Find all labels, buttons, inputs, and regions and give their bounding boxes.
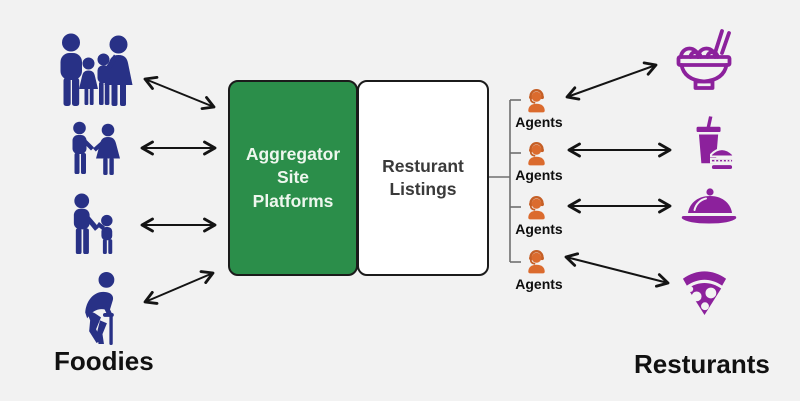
listings-box-line: Listings	[389, 179, 457, 199]
agent-label: Agents	[515, 221, 563, 237]
aggregator-box-line: Platforms	[252, 190, 334, 211]
agent-label: Agents	[515, 114, 563, 130]
aggregator-box: Aggregator Site Platforms	[228, 80, 358, 276]
foodies-title: Foodies	[54, 346, 154, 376]
cloche-icon	[680, 188, 738, 224]
drink-burger-icon	[686, 116, 734, 174]
listings-box: Resturant Listings	[357, 80, 489, 276]
agent-icon	[523, 248, 550, 275]
noodle-bowl-icon	[672, 28, 736, 92]
resturants-title: Resturants	[634, 349, 770, 379]
arrow-family-aggregator	[143, 75, 216, 111]
elderly-person-icon	[76, 271, 126, 346]
agent-icon	[523, 140, 550, 167]
couple-icon	[66, 121, 126, 181]
pizza-slice-icon	[678, 266, 731, 317]
arrow-agent1-noodles	[565, 61, 658, 101]
agent-label: Agents	[515, 276, 563, 292]
agent-icon	[523, 194, 550, 221]
arrow-agent4-pizza	[564, 252, 670, 288]
arrow-elderly-aggregator	[143, 270, 215, 305]
aggregator-box-line: Aggregator	[245, 144, 341, 165]
family-icon	[56, 33, 134, 108]
aggregator-box-line: Site	[276, 167, 310, 188]
parent-child-icon	[66, 193, 126, 256]
listings-box-line: Resturant	[382, 155, 464, 176]
agent-icon	[523, 87, 550, 114]
agents-connector	[489, 99, 521, 263]
agent-label: Agents	[515, 167, 563, 183]
